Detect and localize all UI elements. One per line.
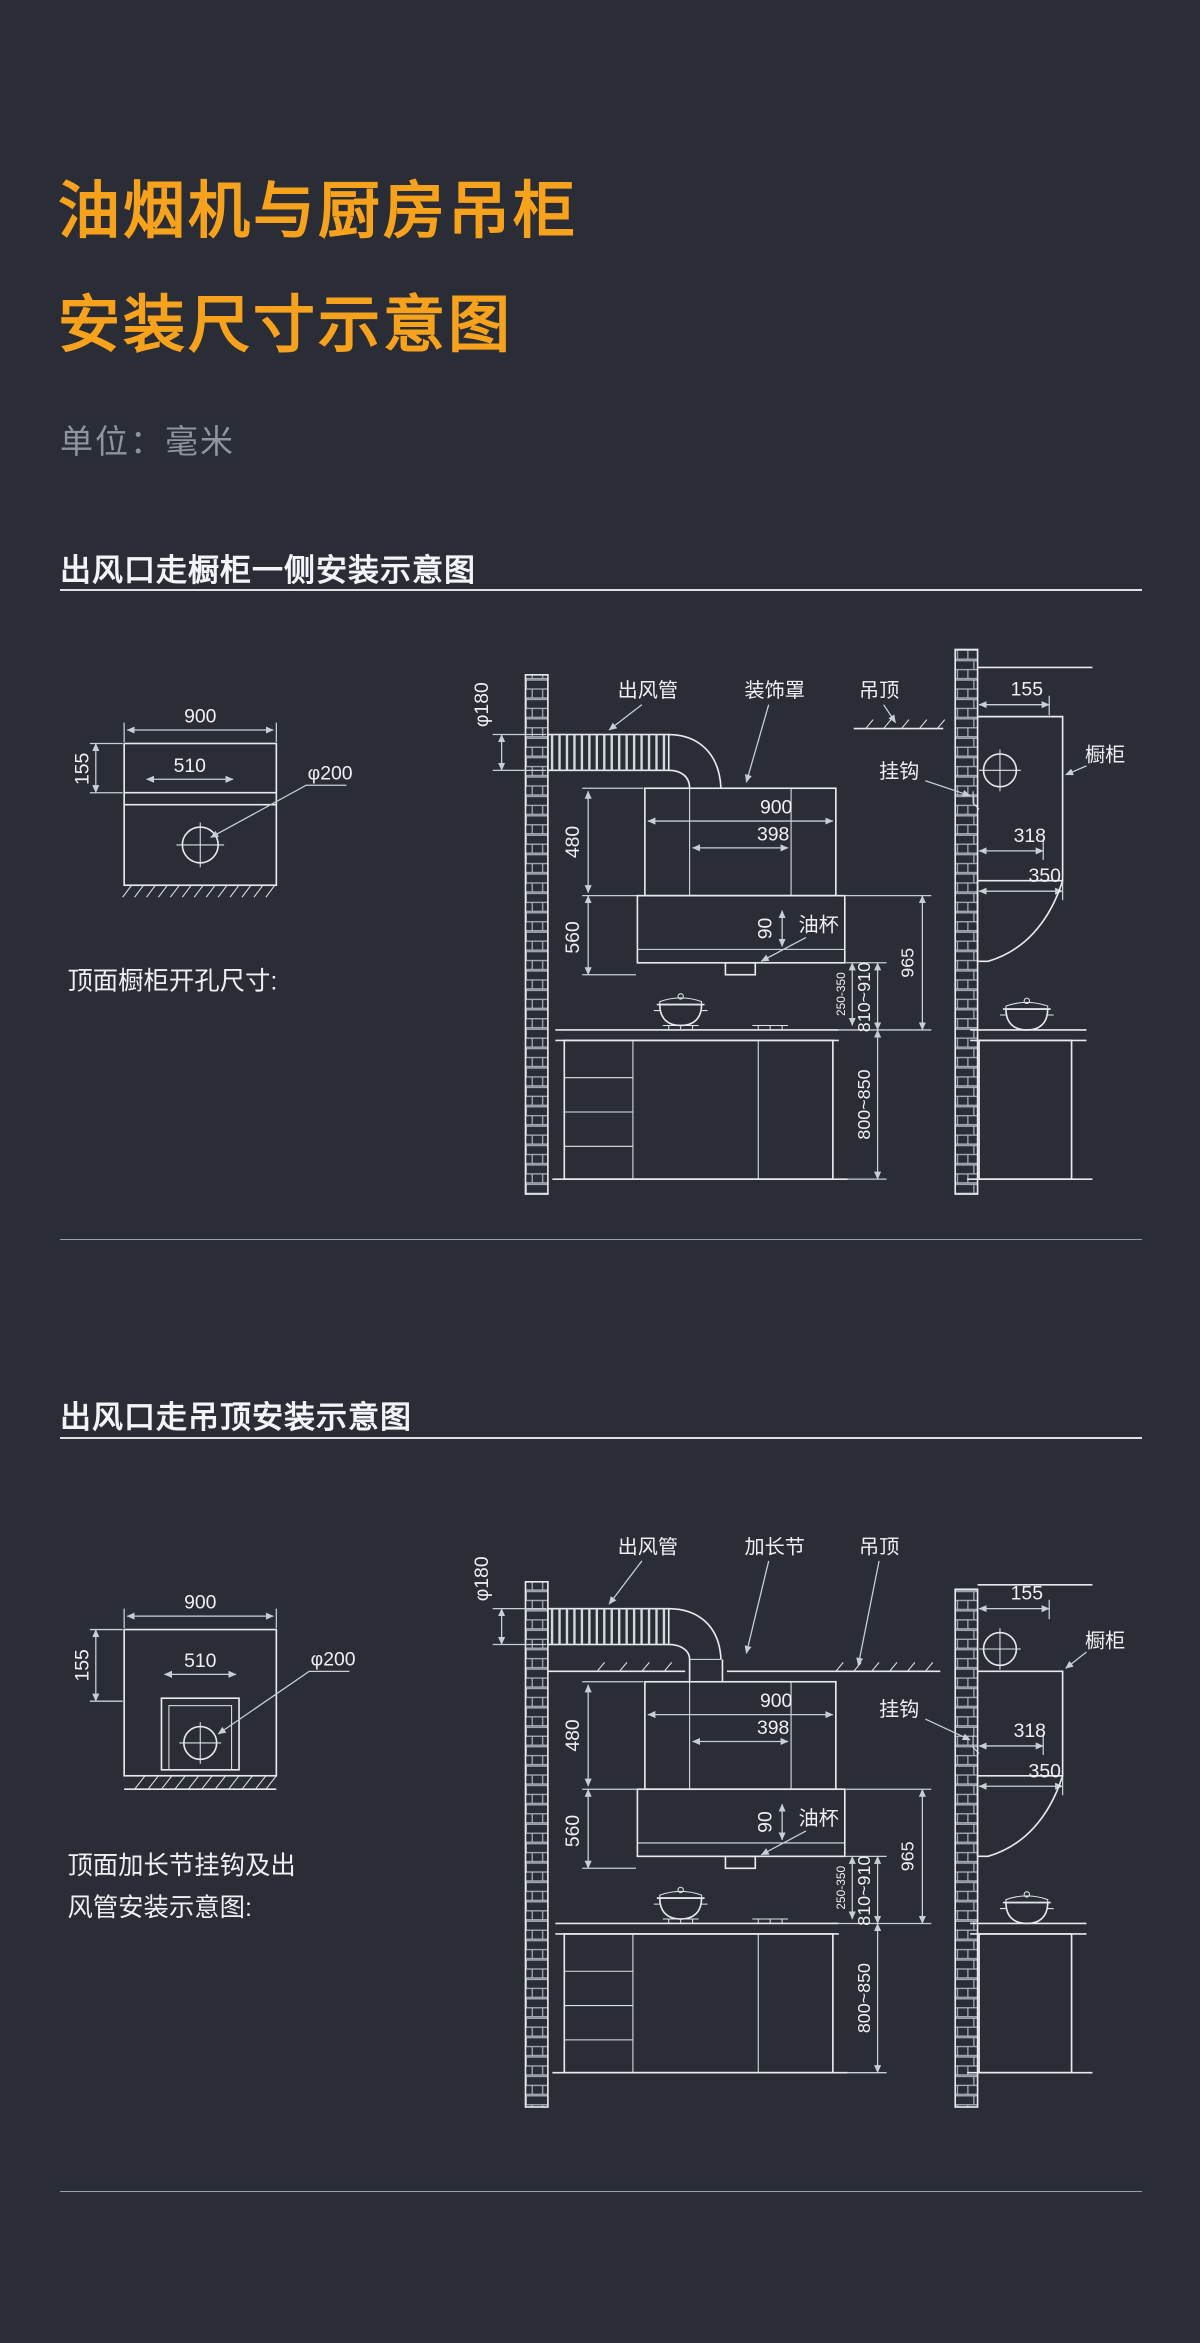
hook-icon — [972, 791, 980, 810]
cutout-caption: 顶面橱柜开孔尺寸: — [67, 968, 277, 996]
section1-heading: 出风口走橱柜一侧安装示意图 — [60, 553, 476, 588]
page-title-line1: 油烟机与厨房吊柜 — [58, 177, 579, 246]
section1-underline — [60, 589, 1142, 591]
side-view: 155 橱柜 挂钩 318 350 — [879, 1583, 1125, 2108]
hook-label: 挂钩 — [879, 760, 919, 783]
base-cabinet-side — [967, 997, 1093, 1180]
pot — [999, 1890, 1055, 1925]
wall-offset-dim: 155 — [1011, 679, 1043, 701]
counter-height-dim: 800~850 — [854, 1963, 874, 2033]
pot — [652, 992, 709, 1027]
front-view: 出风管 装饰罩 吊顶 φ180 900 398 480 — [471, 674, 946, 1195]
vent-width-dim: 398 — [757, 1717, 789, 1739]
hook-label: 挂钩 — [879, 1698, 919, 1721]
stove-clearance-dim: 250-350 — [834, 972, 848, 1016]
hood-height-dim: 560 — [562, 1815, 584, 1848]
exhaust-duct — [547, 1607, 724, 1682]
total-height-dim: 965 — [897, 1841, 917, 1871]
duct-dia-dim: φ180 — [471, 1556, 493, 1601]
cutout-caption-line1: 顶面加长节挂钩及出 — [67, 1852, 295, 1880]
cabinet-label: 橱柜 — [1085, 743, 1125, 766]
wall — [954, 1588, 979, 2108]
hood-width-dim: 900 — [760, 1690, 793, 1712]
cabinet-label: 橱柜 — [1085, 1629, 1125, 1652]
cutout-inner-width-dim: 510 — [174, 755, 207, 777]
hood-body — [636, 894, 846, 976]
wall-cabinet — [977, 715, 1064, 882]
cutout-offset-dim: 155 — [71, 1649, 93, 1681]
wall — [954, 648, 979, 1195]
base-cabinet — [552, 1039, 848, 1180]
ceiling-label: 吊顶 — [859, 1537, 899, 1558]
hood-to-counter-dim: 810~910 — [854, 962, 874, 1032]
side-view: 155 挂钩 橱柜 318 350 — [879, 648, 1125, 1195]
duct-dia-dim: φ180 — [471, 682, 493, 727]
cutout-offset-dim: 155 — [71, 753, 93, 785]
section1-diagram-svg: 900 510 155 φ200 顶面橱柜开孔尺寸: 出风管 装饰罩 吊顶 φ1… — [67, 648, 1125, 1195]
pot — [652, 1886, 709, 1920]
cooktop — [555, 1886, 839, 1935]
stove-clearance-dim: 250-350 — [834, 1865, 848, 1909]
page-title-line2: 安装尺寸示意图 — [58, 291, 514, 360]
vent-width-dim: 398 — [757, 823, 789, 845]
hood-profile — [977, 880, 1064, 963]
oil-cup-label: 油杯 — [799, 1807, 839, 1830]
cutout-hole-dia: φ200 — [311, 1648, 356, 1670]
section2-diagram-svg: 900 510 155 φ200 顶面加长节挂钩及出 风管安装示意图: 出风管 … — [67, 1537, 1125, 2108]
depth-dim: 350 — [1029, 1760, 1062, 1782]
wall — [524, 1580, 549, 2108]
cover-height-dim: 480 — [562, 826, 584, 859]
section2-heading: 出风口走吊顶安装示意图 — [60, 1400, 412, 1435]
hood-body — [636, 1788, 846, 1870]
section2-underline — [60, 1437, 1142, 1439]
depth-dim: 350 — [1029, 865, 1062, 887]
base-cabinet — [552, 1933, 848, 2074]
front-view: 出风管 加长节 吊顶 φ180 900 398 480 — [471, 1537, 941, 2108]
cutout-inner-width-dim: 510 — [184, 1650, 217, 1672]
wall-cabinet — [977, 1670, 1064, 1777]
cooktop — [555, 992, 839, 1042]
cover-height-dim: 480 — [562, 1719, 584, 1752]
cutout-width-dim: 900 — [184, 1592, 217, 1614]
cutout-caption-line2: 风管安装示意图: — [67, 1894, 252, 1922]
duct-label: 出风管 — [618, 679, 678, 702]
counter-height-dim: 800~850 — [854, 1069, 874, 1139]
wall-offset-dim: 155 — [1011, 1583, 1043, 1605]
pot — [999, 997, 1055, 1031]
duct-label: 出风管 — [618, 1537, 678, 1558]
cup-height-dim: 90 — [755, 1811, 777, 1833]
cup-height-dim: 90 — [755, 917, 777, 939]
depth-top-dim: 318 — [1014, 1720, 1046, 1742]
unit-label: 单位：毫米 — [60, 423, 235, 460]
wall — [524, 674, 549, 1195]
oil-cup-label: 油杯 — [799, 913, 839, 936]
depth-top-dim: 318 — [1014, 825, 1046, 847]
exhaust-duct — [547, 733, 722, 789]
bottom-rule — [60, 2191, 1142, 2192]
cover-label: 装饰罩 — [744, 679, 804, 702]
cutout-width-dim: 900 — [184, 706, 217, 728]
ceiling-label: 吊顶 — [859, 680, 899, 702]
total-height-dim: 965 — [897, 948, 917, 978]
decorative-cover — [644, 787, 837, 897]
section-divider — [60, 1239, 1142, 1240]
hood-to-counter-dim: 810~910 — [854, 1856, 874, 1926]
base-cabinet-side — [967, 1890, 1093, 2074]
hood-profile — [977, 1775, 1064, 1858]
cutout-hole-dia: φ200 — [308, 762, 353, 784]
extension-label: 加长节 — [744, 1537, 804, 1558]
oil-cup — [724, 961, 757, 976]
hood-width-dim: 900 — [760, 797, 793, 819]
cutout-diagram: 900 510 155 φ200 顶面橱柜开孔尺寸: — [67, 706, 352, 996]
cutout-diagram: 900 510 155 φ200 顶面加长节挂钩及出 风管安装示意图: — [67, 1592, 355, 1922]
hook-icon — [972, 1735, 980, 1754]
oil-cup — [724, 1855, 757, 1870]
hood-height-dim: 560 — [562, 921, 584, 954]
decorative-cover — [644, 1680, 837, 1791]
